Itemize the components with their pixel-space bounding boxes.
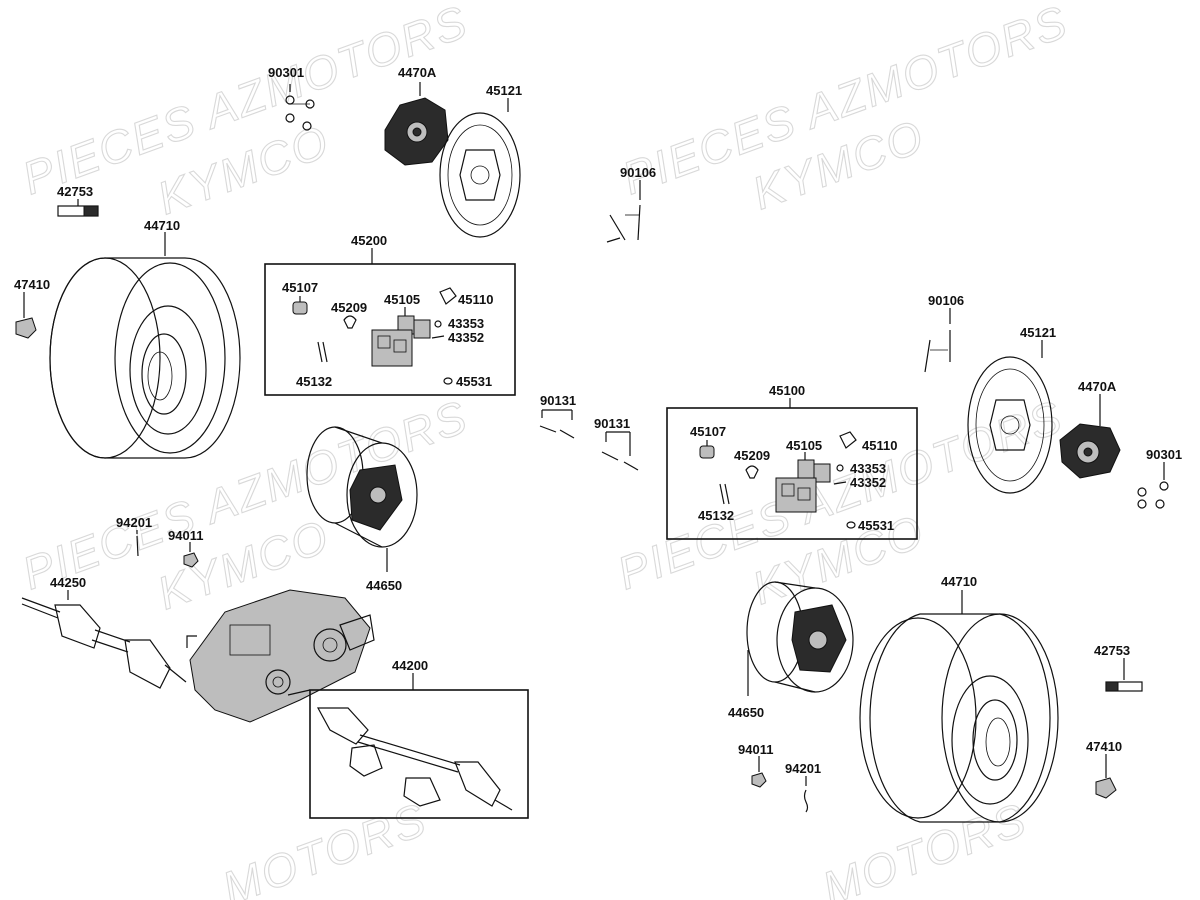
brake-disc-45121-right xyxy=(967,340,1053,494)
watermark-text: MOTORS xyxy=(216,793,434,900)
part-label: 42753 xyxy=(1094,643,1130,658)
pin-94201-right xyxy=(803,776,809,813)
part-label: 44250 xyxy=(50,575,86,590)
drive-shaft-kit-44200 xyxy=(287,673,529,819)
hub-4470a-left xyxy=(384,82,449,166)
caliper-kit-45100 xyxy=(666,398,918,540)
part-label: 45100 xyxy=(769,383,805,398)
part-label: 44650 xyxy=(366,578,402,593)
part-label: 94201 xyxy=(785,761,821,776)
part-label: 43353 xyxy=(448,316,484,331)
hub-4470a-right xyxy=(1059,394,1121,479)
bolts-90131-b xyxy=(601,431,639,471)
part-label: 45105 xyxy=(786,438,822,453)
part-label: 45110 xyxy=(458,292,493,307)
part-label: 45107 xyxy=(690,424,726,439)
bolts-90131-a xyxy=(539,409,575,439)
part-label: 45107 xyxy=(282,280,318,295)
part-label: 90106 xyxy=(928,293,964,308)
bolts-90106-right xyxy=(924,308,951,373)
part-label: 94011 xyxy=(738,742,773,757)
pin-94201-left xyxy=(136,530,139,557)
part-label: 44710 xyxy=(144,218,180,233)
part-label: 47410 xyxy=(14,277,50,292)
part-label: 45132 xyxy=(698,508,734,523)
drive-shaft-44250 xyxy=(21,590,187,689)
part-label: 90301 xyxy=(268,65,304,80)
part-label: 94011 xyxy=(168,528,203,543)
part-label: 45200 xyxy=(351,233,387,248)
caliper-kit-45200 xyxy=(264,248,516,396)
part-label: 45531 xyxy=(456,374,492,389)
part-label: 90106 xyxy=(620,165,656,180)
wheel-44650-right xyxy=(746,581,854,696)
nut-94011-right xyxy=(751,756,767,788)
part-label: 94201 xyxy=(116,515,152,530)
part-label: 44200 xyxy=(392,658,428,673)
tire-44710-left xyxy=(49,232,241,459)
nuts-90301-left xyxy=(285,84,315,131)
wheel-44650-left xyxy=(306,426,418,572)
nut-94011-left xyxy=(183,542,199,568)
part-label: 45209 xyxy=(734,448,770,463)
valve-42753-left xyxy=(57,199,99,217)
part-label: 45110 xyxy=(862,438,897,453)
part-label: 45121 xyxy=(486,83,522,98)
brake-disc-45121-left xyxy=(439,98,521,238)
watermark-text: MOTORS xyxy=(816,793,1034,900)
tire-44710-right xyxy=(859,590,1059,823)
nuts-90301-right xyxy=(1137,462,1169,509)
part-label: 45105 xyxy=(384,292,420,307)
part-label: 90131 xyxy=(594,416,630,431)
part-label: 45209 xyxy=(331,300,367,315)
part-label: 4470A xyxy=(1078,379,1117,394)
differential xyxy=(186,589,375,723)
watermarks: PIECES AZMOTORS KYMCO PIECES AZMOTORS KY… xyxy=(15,0,1075,900)
hub-cap-47410-right xyxy=(1095,754,1117,799)
part-label: 90131 xyxy=(540,393,576,408)
hub-cap-47410-left xyxy=(15,292,37,339)
part-label: 47410 xyxy=(1086,739,1122,754)
part-label: 44650 xyxy=(728,705,764,720)
part-label: 44710 xyxy=(941,574,977,589)
part-label: 45121 xyxy=(1020,325,1056,340)
part-label: 4470A xyxy=(398,65,437,80)
valve-42753-right xyxy=(1105,658,1143,692)
part-label: 42753 xyxy=(57,184,93,199)
bolts-90106-top xyxy=(606,180,641,243)
part-label: 43353 xyxy=(850,461,886,476)
part-label: 90301 xyxy=(1146,447,1182,462)
part-label: 45132 xyxy=(296,374,332,389)
part-label: 43352 xyxy=(850,475,886,490)
part-label: 45531 xyxy=(858,518,894,533)
part-label: 43352 xyxy=(448,330,484,345)
